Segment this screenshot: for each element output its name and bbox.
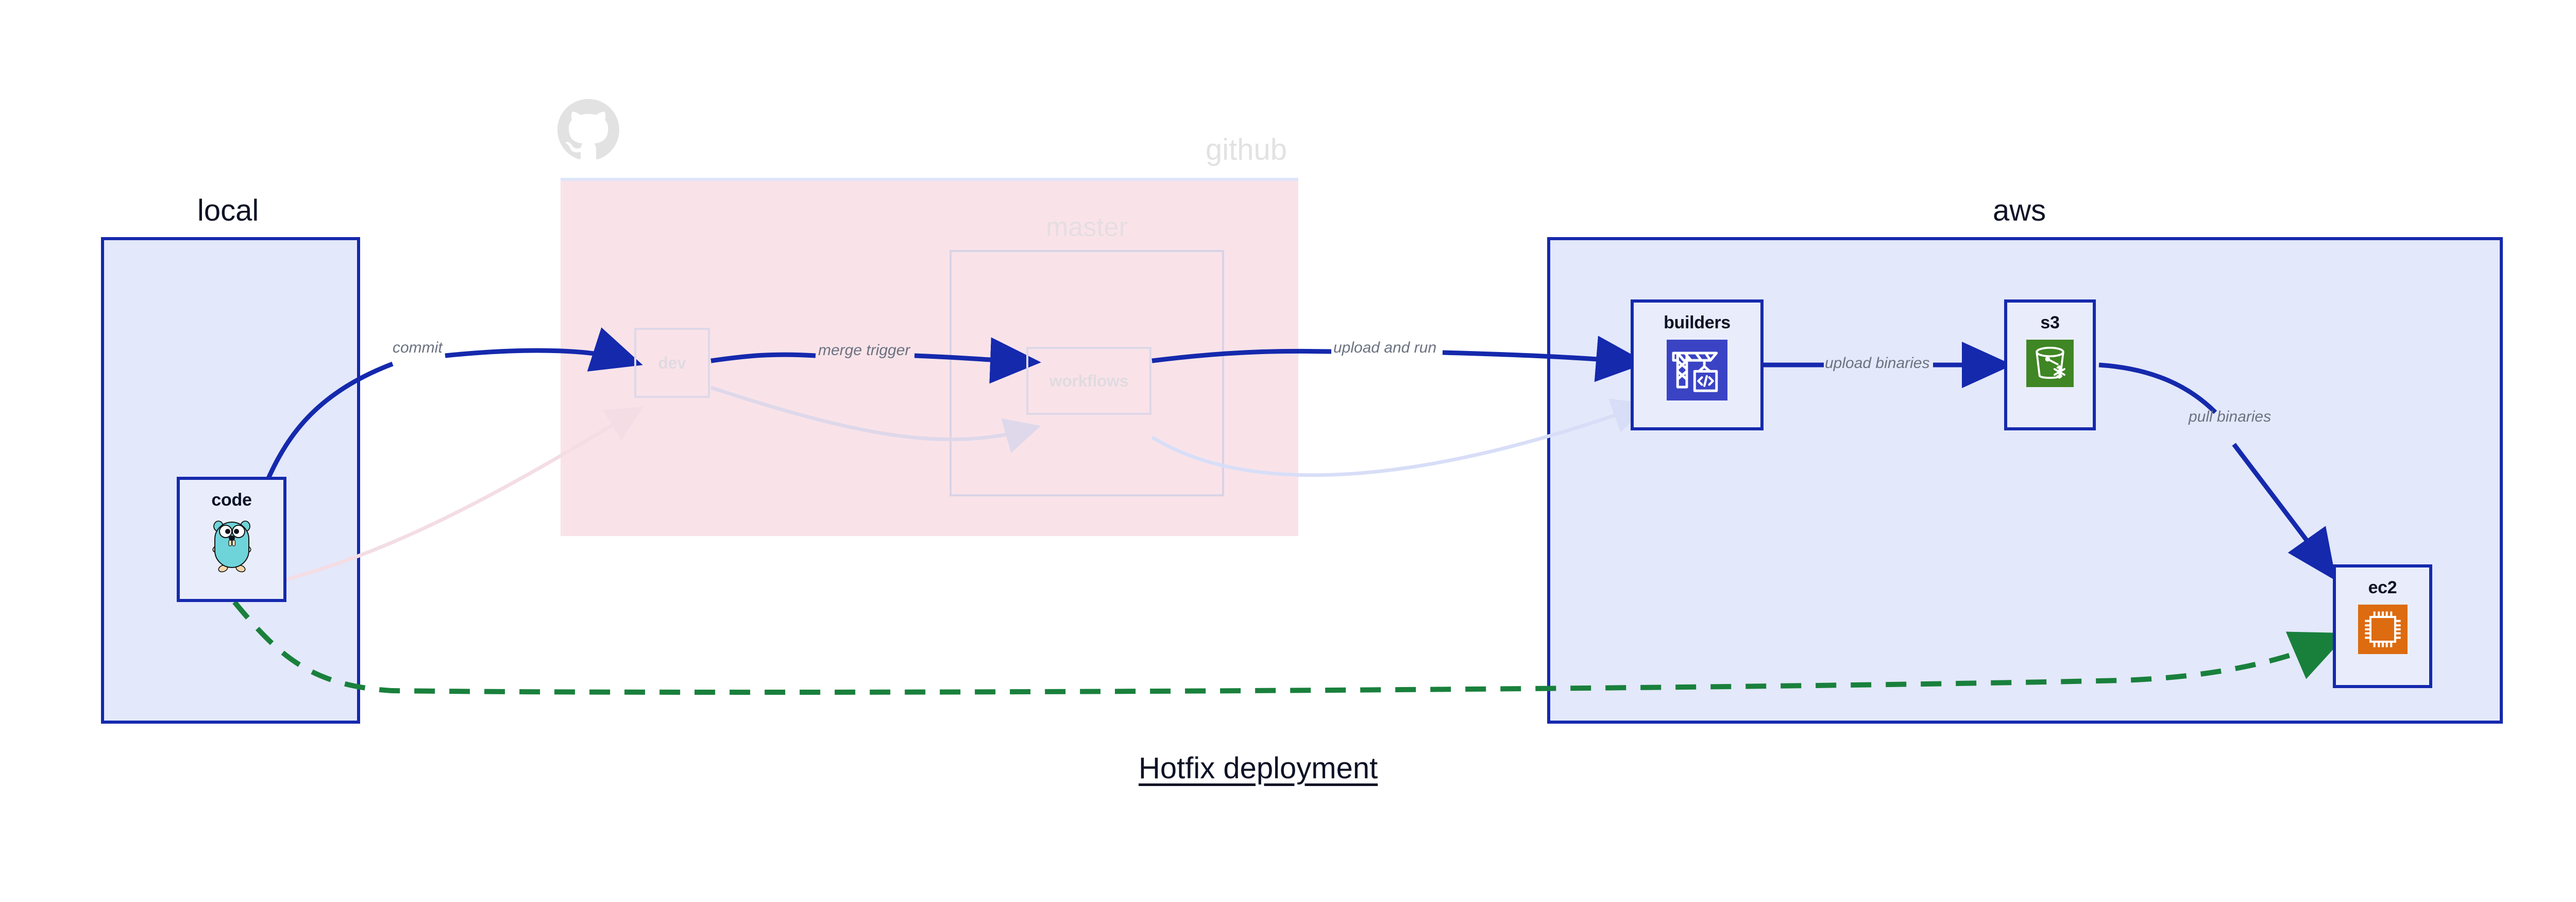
diagram-caption: Hotfix deployment (1139, 751, 1378, 785)
group-label-master: master (1046, 212, 1128, 242)
edge-label-merge-trigger: merge trigger (818, 342, 910, 359)
node-builders-label: builders (1664, 313, 1731, 332)
group-label-local: local (197, 194, 259, 227)
github-logo-icon (557, 99, 619, 163)
crane-code-icon (1667, 340, 1727, 403)
node-ec2[interactable]: ec2 (2333, 564, 2432, 688)
edge-label-upload-and-run: upload and run (1333, 339, 1437, 356)
go-gopher-icon (210, 517, 253, 576)
node-builders[interactable]: builders (1631, 299, 1764, 430)
node-dev[interactable]: dev (634, 328, 710, 398)
cpu-chip-icon (2358, 605, 2408, 657)
group-label-github: github (1206, 133, 1287, 166)
node-s3[interactable]: s3 (2004, 299, 2096, 430)
node-code-label: code (211, 490, 252, 510)
node-s3-label: s3 (2040, 313, 2060, 332)
node-workflows[interactable]: workflows (1026, 347, 1151, 415)
s3-bucket-icon (2026, 340, 2074, 390)
edge-label-upload-binaries: upload binaries (1825, 355, 1930, 372)
group-label-aws: aws (1993, 194, 2046, 227)
node-code[interactable]: code (177, 477, 286, 602)
edge-label-commit: commit (393, 339, 443, 356)
group-master (950, 250, 1224, 496)
node-workflows-label: workflows (1049, 372, 1129, 390)
edge-label-pull-binaries: pull binaries (2189, 408, 2272, 425)
node-dev-label: dev (658, 354, 686, 372)
node-ec2-label: ec2 (2368, 578, 2397, 597)
